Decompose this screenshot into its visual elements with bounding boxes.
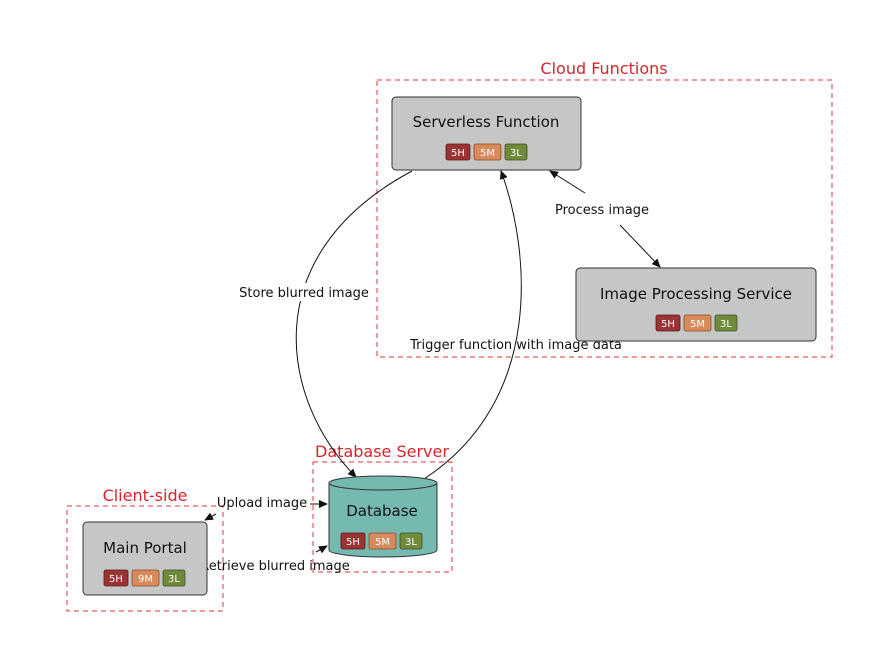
group-title-cloud-functions: Cloud Functions: [540, 59, 667, 78]
svg-text:9M: 9M: [138, 574, 153, 585]
badge-low: 3L: [162, 569, 186, 587]
badge-medium: 5M: [473, 143, 502, 161]
group-database-server: Database Server: [312, 442, 453, 573]
edge-retrieve-blurred-image: [315, 545, 328, 554]
svg-text:5M: 5M: [375, 537, 390, 548]
svg-text:Store blurred image: Store blurred image: [239, 286, 369, 301]
edge-label-retrieve-blurred-image: Retrieve blurred image: [200, 559, 349, 574]
edge-upload-image-to-portal: [204, 512, 217, 521]
node-label-main-portal: Main Portal: [103, 539, 187, 557]
svg-text:5M: 5M: [480, 148, 495, 159]
group-client-side: Client-side: [66, 486, 224, 612]
badge-medium: 9M: [131, 569, 160, 587]
node-main-portal[interactable]: Main Portal 5H 9M 3L: [82, 521, 208, 596]
badge-high: 5H: [445, 143, 471, 161]
group-title-database-server: Database Server: [315, 442, 449, 461]
node-image-processing-service[interactable]: Image Processing Service 5H 5M 3L: [575, 267, 817, 342]
badge-medium: 5M: [368, 532, 397, 550]
badge-high: 5H: [103, 569, 129, 587]
badge-high: 5H: [340, 532, 366, 550]
badge-medium: 5M: [683, 314, 712, 332]
group-cloud-functions: Cloud Functions: [376, 59, 833, 358]
badge-low: 3L: [714, 314, 738, 332]
svg-text:3L: 3L: [510, 148, 522, 159]
node-label-serverless: Serverless Function: [413, 113, 560, 131]
edge-label-upload-image: Upload image: [217, 496, 307, 511]
svg-text:5H: 5H: [109, 574, 123, 585]
badge-low: 3L: [504, 143, 528, 161]
svg-text:3L: 3L: [168, 574, 180, 585]
edge-process-image-to-service: [619, 224, 661, 268]
badge-low: 3L: [399, 532, 423, 550]
edge-process-image-to-serverless: [549, 170, 586, 194]
edge-label-store-blurred-image: Store blurred image: [232, 283, 376, 301]
edge-trigger-function: [423, 170, 522, 480]
edge-label-process-image: Process image: [548, 199, 658, 219]
svg-text:Upload image: Upload image: [217, 496, 307, 511]
svg-text:Trigger function with image da: Trigger function with image data: [409, 338, 622, 353]
node-label-database: Database: [346, 502, 418, 520]
node-serverless-function[interactable]: Serverless Function 5H 5M 3L: [391, 96, 582, 171]
badge-high: 5H: [655, 314, 681, 332]
node-database[interactable]: Database 5H 5M 3L: [328, 475, 438, 558]
svg-text:5H: 5H: [451, 148, 465, 159]
svg-text:5M: 5M: [690, 319, 705, 330]
svg-text:5H: 5H: [661, 319, 675, 330]
edge-store-blurred-image: [295, 170, 413, 478]
group-title-client-side: Client-side: [103, 486, 188, 505]
node-label-image-processing: Image Processing Service: [600, 285, 792, 303]
svg-text:3L: 3L: [720, 319, 732, 330]
svg-text:Process image: Process image: [555, 203, 649, 218]
svg-text:3L: 3L: [405, 537, 417, 548]
svg-text:Retrieve blurred image: Retrieve blurred image: [200, 559, 349, 574]
svg-text:5H: 5H: [346, 537, 360, 548]
edge-label-trigger-function: Trigger function with image data: [409, 338, 622, 353]
